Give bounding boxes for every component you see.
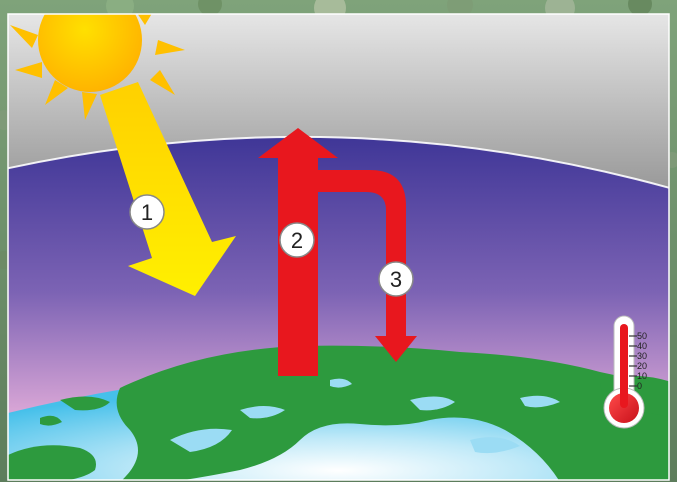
sunlight-arrow [100,82,236,296]
svg-text:3: 3 [390,267,402,292]
marker-1: 1 [129,194,165,230]
marker-2: 2 [279,222,315,258]
thermometer-label-50: 50 [637,331,647,341]
thermometer-label-30: 30 [637,351,647,361]
thermometer-scale: 50 40 30 20 10 0 [637,331,647,391]
atmosphere-edge [8,135,669,189]
thermometer-label-40: 40 [637,341,647,351]
returned-radiation-arrow [318,170,417,362]
thermometer-label-10: 10 [637,371,647,381]
earth-land-lakes [170,378,560,454]
thermometer-mercury [620,324,628,408]
diagram-frame [7,13,670,481]
thermometer-label-0: 0 [637,381,642,391]
svg-text:2: 2 [291,228,303,253]
marker-3: 3 [378,261,414,297]
thermometer: 50 40 30 20 10 0 [603,315,647,429]
svg-text:1: 1 [141,200,153,225]
thermometer-label-20: 20 [637,361,647,371]
